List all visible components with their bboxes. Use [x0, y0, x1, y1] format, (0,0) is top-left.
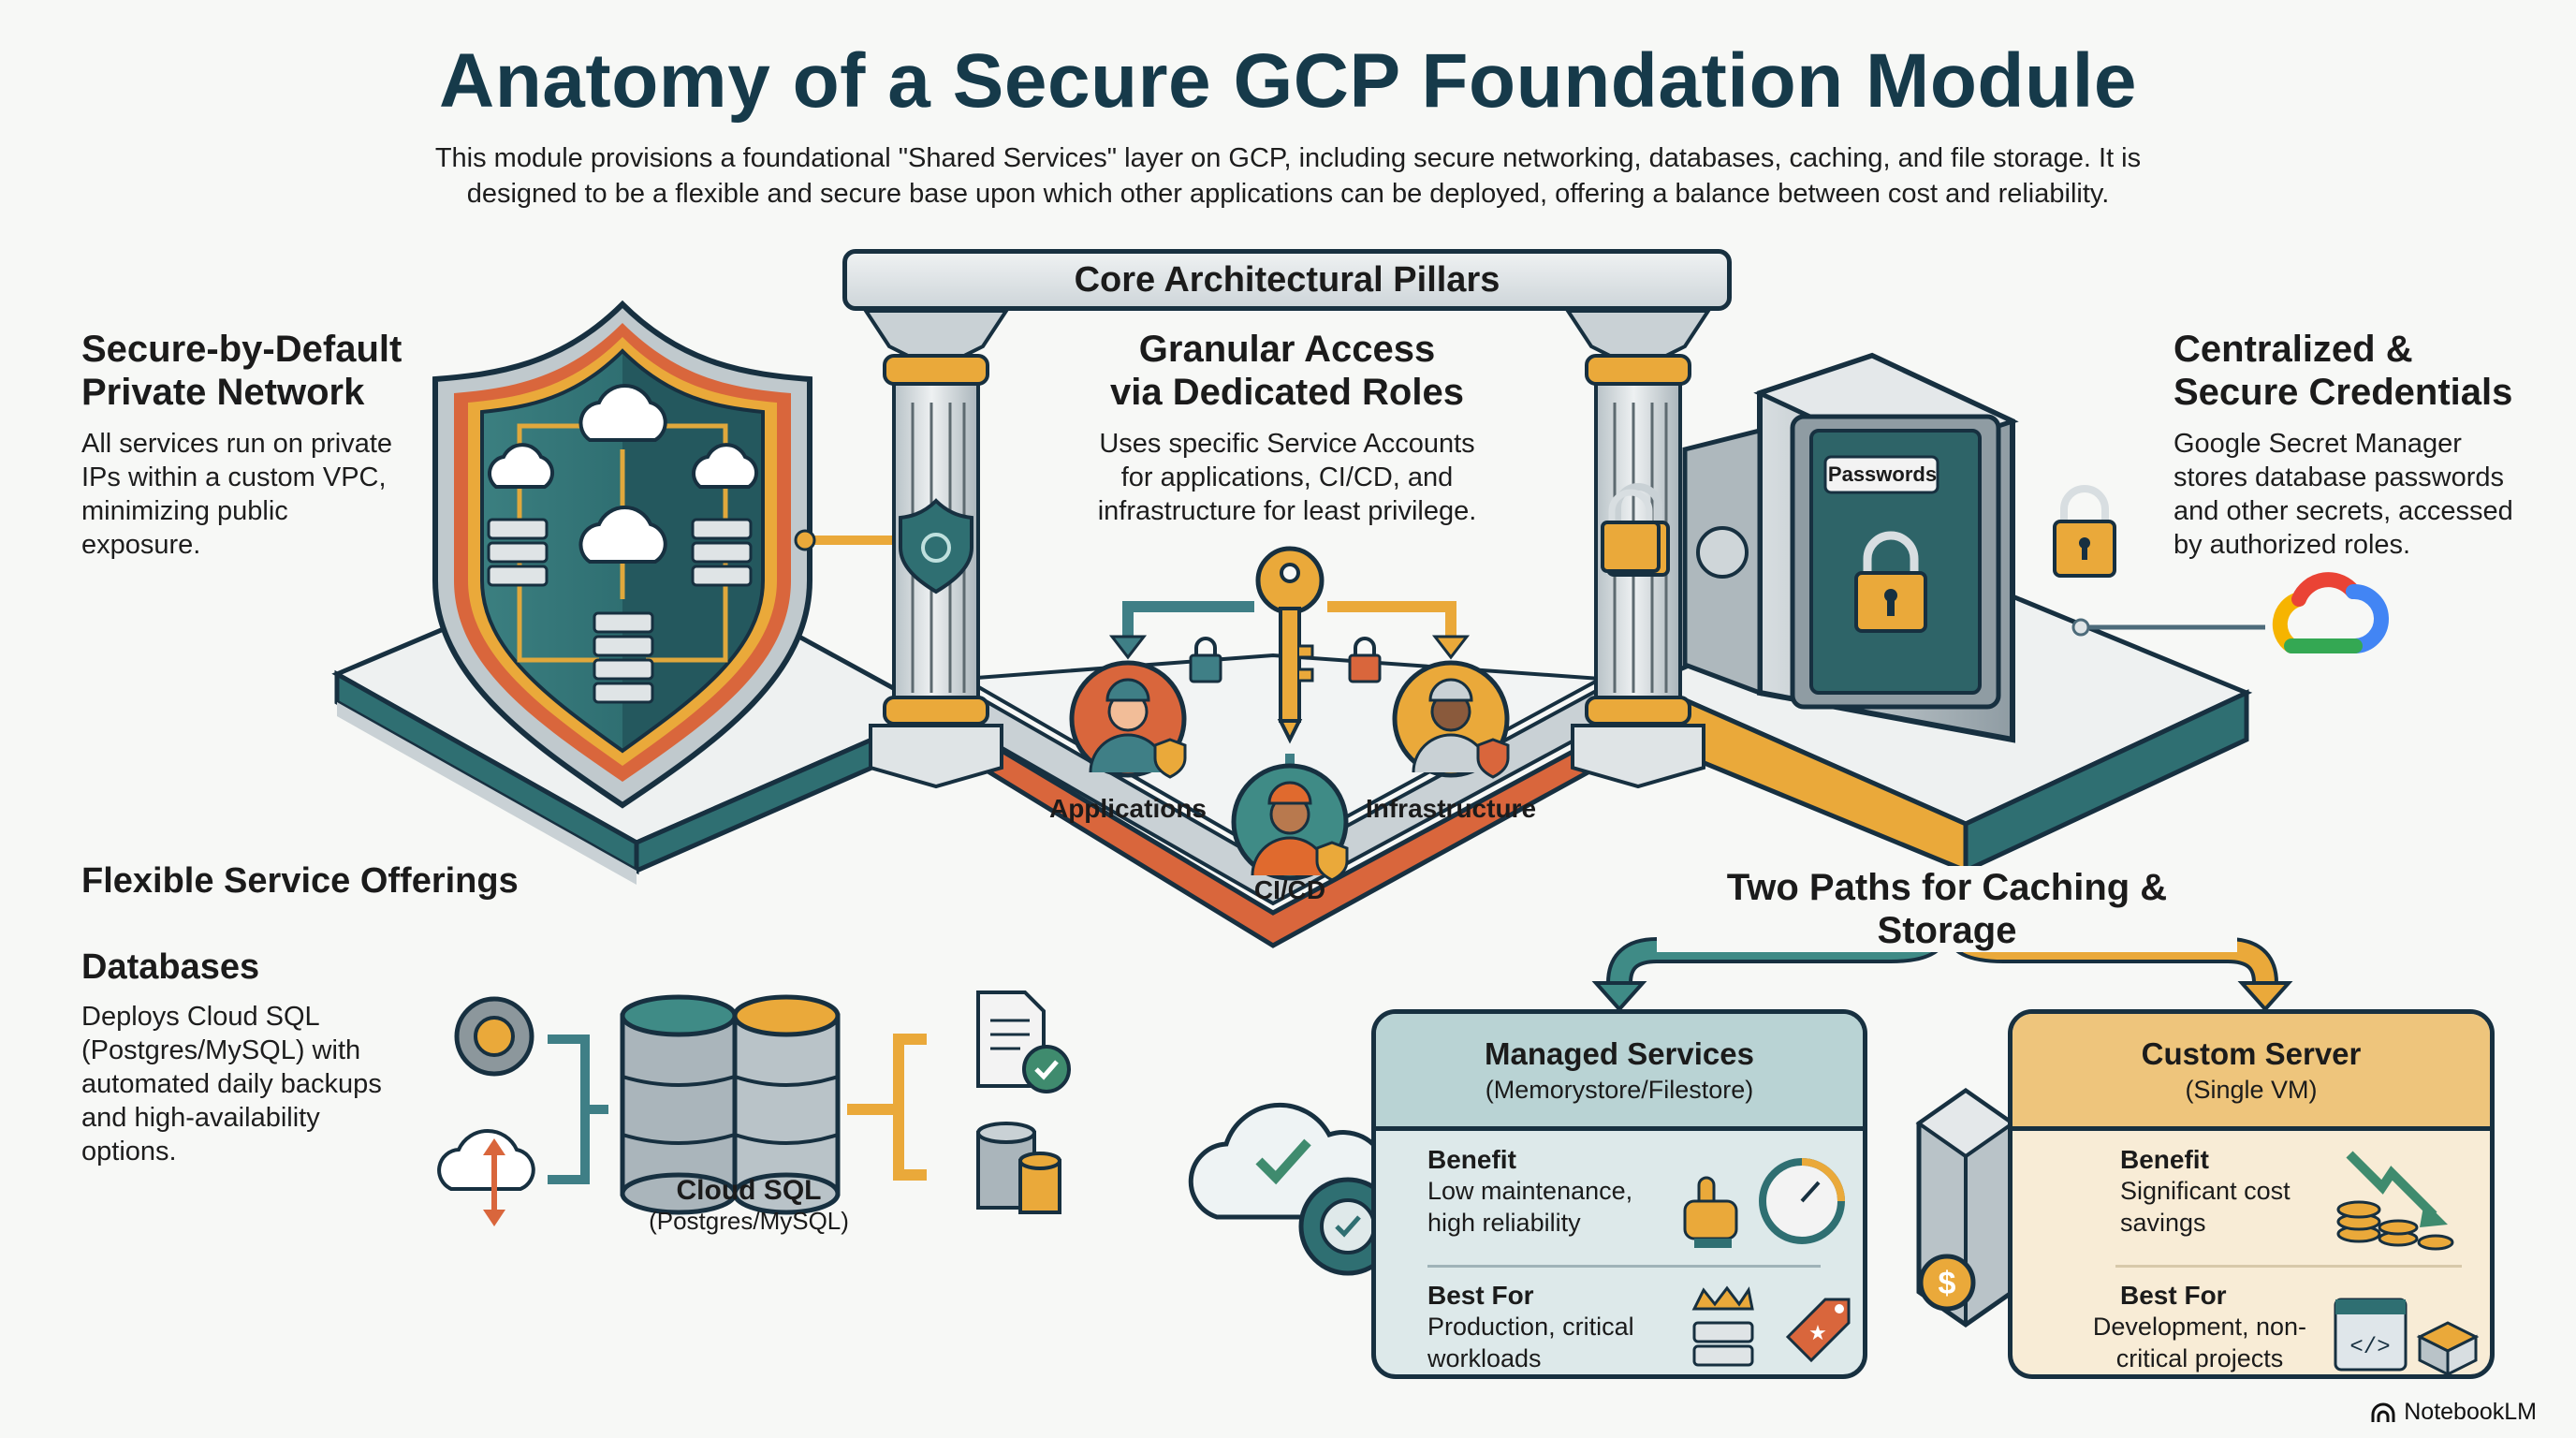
custom-benefit: Benefit Significant cost savings	[2120, 1145, 2326, 1239]
shield-vpc-icon	[432, 300, 899, 809]
custom-divider	[2115, 1265, 2462, 1268]
side-padlock-icon	[2053, 485, 2116, 578]
touch-hand-icon	[1683, 1176, 1738, 1248]
vault-passwords-label: Passwords	[1827, 462, 1938, 486]
cloud-sync-icon	[437, 1129, 535, 1226]
managed-bestfor-icons: ★	[1691, 1285, 1851, 1367]
dollar-coin-icon	[1918, 1254, 1976, 1312]
managed-card-title: Managed Services	[1485, 1035, 1754, 1071]
credentials-pillar: Centralized & Secure Credentials Google …	[2174, 328, 2567, 562]
svg-text:$: $	[1939, 1266, 1956, 1301]
managed-cloud-gear-icon	[1188, 1102, 1398, 1276]
access-title-line2: via Dedicated Roles	[1110, 372, 1464, 413]
replica-database-icon	[976, 1122, 1061, 1214]
managed-services-card: Managed Services (Memorystore/Filestore)…	[1371, 1009, 1867, 1379]
services-section-title: Flexible Service Offerings	[81, 861, 519, 901]
managed-benefit: Benefit Low maintenance, high reliabilit…	[1427, 1145, 1671, 1239]
page-title: Anatomy of a Secure GCP Foundation Modul…	[438, 38, 2137, 124]
managed-card-subtitle: (Memorystore/Filestore)	[1485, 1075, 1754, 1104]
custom-bestfor-icons: </>	[2334, 1298, 2480, 1374]
cloud-sql-title: Cloud SQL	[676, 1175, 822, 1206]
crown-server-icon	[1691, 1285, 1754, 1367]
network-title-line1: Secure-by-Default	[81, 329, 402, 370]
access-title-line1: Granular Access	[1138, 329, 1436, 370]
cloud-sql-label: Cloud SQL (Postgres/MySQL)	[618, 1175, 880, 1236]
databases-title: Databases	[81, 947, 260, 987]
role-label-infrastructure: Infrastructure	[1365, 794, 1537, 823]
padlock-red-icon	[1348, 637, 1382, 683]
price-tag-star-icon: ★	[1785, 1298, 1851, 1363]
databases-diagram	[437, 990, 1071, 1226]
managed-benefit-icons	[1683, 1158, 1845, 1248]
custom-bestfor-label: Best For	[2120, 1281, 2227, 1310]
managed-benefit-text: Low maintenance, high reliability	[1427, 1177, 1633, 1237]
shield-sync-icon	[899, 498, 973, 594]
managed-divider	[1427, 1265, 1821, 1268]
access-pillar: Granular Access via Dedicated Roles Uses…	[1025, 328, 1549, 528]
notebooklm-logo-icon	[2371, 1402, 2395, 1422]
caching-section-title: Two Paths for Caching & Storage	[1657, 866, 2237, 952]
pillars-banner: Core Architectural Pillars	[842, 249, 1732, 311]
page-subtitle: This module provisions a foundational "S…	[434, 143, 2142, 209]
network-title-line2: Private Network	[81, 372, 365, 413]
custom-benefit-icons	[2336, 1151, 2454, 1251]
svg-text:★: ★	[1808, 1321, 1827, 1344]
network-body: All services run on private IPs within a…	[81, 429, 393, 560]
pillar-left	[862, 309, 1010, 789]
credentials-title-line2: Secure Credentials	[2174, 372, 2513, 413]
custom-card-title: Custom Server	[2141, 1035, 2362, 1071]
managed-bestfor: Best For Production, critical workloads	[1427, 1281, 1690, 1374]
padlock-teal-icon	[1189, 637, 1222, 683]
notebooklm-brand: NotebookLM	[2370, 1399, 2537, 1426]
sandbox-box-icon	[2416, 1321, 2480, 1374]
key-icon	[1255, 546, 1325, 744]
credentials-title-line1: Centralized &	[2174, 329, 2413, 370]
safe-padlock-icon	[1854, 531, 1927, 633]
google-cloud-logo-icon	[2272, 572, 2389, 653]
access-body: Uses specific Service Accounts for appli…	[1097, 429, 1477, 526]
gauge-icon	[1759, 1158, 1845, 1244]
backup-document-icon	[976, 990, 1071, 1093]
managed-bestfor-label: Best For	[1427, 1281, 1534, 1310]
code-window-icon: </>	[2334, 1298, 2408, 1372]
avatar-infrastructure	[1392, 660, 1510, 779]
custom-card-header: Custom Server (Single VM)	[2012, 1014, 2490, 1131]
custom-server-card: Custom Server (Single VM) Benefit Signif…	[2008, 1009, 2495, 1379]
cloud-sql-subtitle: (Postgres/MySQL)	[649, 1207, 849, 1235]
managed-benefit-label: Benefit	[1427, 1145, 1516, 1174]
custom-benefit-text: Significant cost savings	[2120, 1177, 2291, 1237]
door-padlock-icon	[1601, 489, 1661, 573]
role-label-applications: Applications	[1048, 794, 1207, 823]
custom-benefit-label: Benefit	[2120, 1145, 2209, 1174]
avatar-cicd	[1231, 763, 1349, 882]
custom-bestfor-text: Development, non-critical projects	[2092, 1313, 2307, 1372]
safe-vault-icon	[1601, 352, 2265, 743]
role-label-cicd: CI/CD	[1253, 875, 1326, 904]
custom-card-subtitle: (Single VM)	[2185, 1075, 2318, 1104]
databases-body: Deploys Cloud SQL (Postgres/MySQL) with …	[81, 1002, 382, 1167]
svg-text:</>: </>	[2349, 1335, 2390, 1360]
coins-downtrend-icon	[2336, 1151, 2454, 1251]
gear-icon	[454, 996, 534, 1077]
credentials-body: Google Secret Manager stores database pa…	[2174, 429, 2513, 560]
custom-bestfor: Best For Development, non-critical proje…	[2069, 1281, 2331, 1374]
network-pillar: Secure-by-Default Private Network All se…	[81, 328, 437, 562]
avatar-applications	[1069, 660, 1187, 779]
managed-card-header: Managed Services (Memorystore/Filestore)	[1376, 1014, 1863, 1131]
database-cylinders-icon	[620, 994, 841, 1215]
managed-bestfor-text: Production, critical workloads	[1427, 1313, 1634, 1372]
notebooklm-brand-label: NotebookLM	[2404, 1399, 2537, 1425]
